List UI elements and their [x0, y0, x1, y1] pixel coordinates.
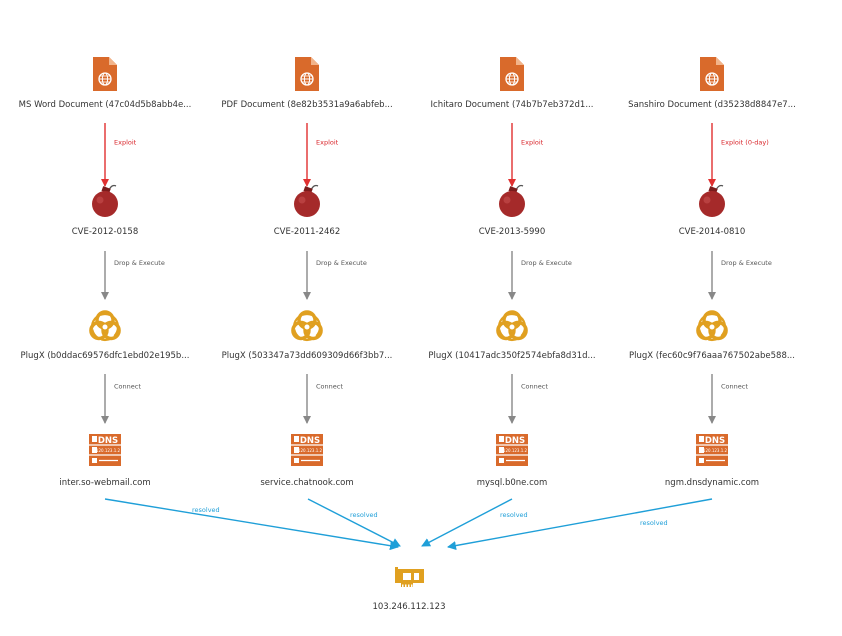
- drop-execute-edge-label: Drop & Execute: [721, 259, 772, 267]
- biohazard-icon: [496, 310, 528, 342]
- document-globe-icon: [700, 57, 724, 91]
- resolved-edge: [447, 498, 713, 550]
- drop-execute-edge-label: Drop & Execute: [114, 259, 165, 267]
- connect-edge-label: Connect: [521, 383, 548, 391]
- domain-node[interactable]: DNS 120.123.1.2 service.chatnook.com: [260, 434, 354, 488]
- document-node[interactable]: MS Word Document (47c04d5b8abb4e...: [19, 57, 192, 110]
- nodes-layer: MS Word Document (47c04d5b8abb4e... CVE-2…: [19, 57, 796, 612]
- malware-node[interactable]: PlugX (10417adc350f2574ebfa8d31d...: [428, 310, 596, 361]
- exploit-edge-label: Exploit: [316, 139, 339, 147]
- domain-node-label: service.chatnook.com: [260, 478, 353, 488]
- domain-node-label: mysql.b0ne.com: [477, 478, 547, 488]
- biohazard-icon: [89, 310, 121, 342]
- exploit-edge-label: Exploit (0-day): [721, 139, 769, 147]
- dns-icon-subtext: 120.123.1.2: [703, 448, 728, 453]
- resolved-edge: [421, 498, 513, 547]
- document-node-label: MS Word Document (47c04d5b8abb4e...: [19, 100, 192, 110]
- cve-node-label: CVE-2011-2462: [274, 227, 341, 237]
- connect-edge-label: Connect: [114, 383, 141, 391]
- dns-icon-text: DNS: [300, 436, 320, 446]
- resolved-edge: [307, 498, 401, 547]
- document-globe-icon: [295, 57, 319, 91]
- dns-server-icon: DNS 120.123.1.2: [89, 434, 121, 466]
- resolved-edge: [104, 498, 399, 551]
- dns-server-icon: DNS 120.123.1.2: [496, 434, 528, 466]
- dns-icon-text: DNS: [505, 436, 525, 446]
- dns-icon-subtext: 120.123.1.2: [96, 448, 121, 453]
- malware-node[interactable]: PlugX (fec60c9f76aaa767502abe588...: [629, 310, 795, 361]
- document-node[interactable]: PDF Document (8e82b3531a9a6abfeb...: [221, 57, 393, 110]
- resolved-edge-label: resolved: [640, 519, 668, 527]
- malware-node-label: PlugX (503347a73dd609309d66f3bb7...: [222, 351, 393, 361]
- bomb-icon: [699, 184, 725, 217]
- bomb-icon: [294, 184, 320, 217]
- drop-execute-edge-label: Drop & Execute: [521, 259, 572, 267]
- cve-node-label: CVE-2012-0158: [72, 227, 139, 237]
- exploit-edge-label: Exploit: [114, 139, 137, 147]
- dns-server-icon: DNS 120.123.1.2: [696, 434, 728, 466]
- bomb-icon: [499, 184, 525, 217]
- cve-node[interactable]: CVE-2014-0810: [679, 184, 746, 238]
- document-node-label: Ichitaro Document (74b7b7eb372d1...: [431, 100, 594, 110]
- resolved-edge-label: resolved: [192, 506, 220, 514]
- cve-node[interactable]: CVE-2012-0158: [72, 184, 139, 238]
- document-node-label: Sanshiro Document (d35238d8847e7...: [628, 100, 796, 110]
- dns-icon-subtext: 120.123.1.2: [503, 448, 528, 453]
- resolved-edge-label: resolved: [350, 511, 378, 519]
- connect-edge-label: Connect: [721, 383, 748, 391]
- biohazard-icon: [696, 310, 728, 342]
- dns-icon-text: DNS: [705, 436, 725, 446]
- malware-node-label: PlugX (b0ddac69576dfc1ebd02e195b...: [21, 351, 190, 361]
- resolved-edge-label: resolved: [500, 511, 528, 519]
- bomb-icon: [92, 184, 118, 217]
- malware-node-label: PlugX (10417adc350f2574ebfa8d31d...: [428, 351, 595, 361]
- cve-node[interactable]: CVE-2013-5990: [479, 184, 546, 238]
- ip-address-label: 103.246.112.123: [372, 602, 445, 612]
- dns-icon-text: DNS: [98, 436, 118, 446]
- document-node[interactable]: Ichitaro Document (74b7b7eb372d1...: [431, 57, 594, 110]
- exploit-edge-label: Exploit: [521, 139, 544, 147]
- document-globe-icon: [93, 57, 117, 91]
- connect-edge-label: Connect: [316, 383, 343, 391]
- domain-node[interactable]: DNS 120.123.1.2 ngm.dnsdynamic.com: [665, 434, 759, 488]
- drop-execute-edge-label: Drop & Execute: [316, 259, 367, 267]
- dns-icon-subtext: 120.123.1.2: [298, 448, 323, 453]
- dns-server-icon: DNS 120.123.1.2: [291, 434, 323, 466]
- cve-node-label: CVE-2013-5990: [479, 227, 546, 237]
- cve-node[interactable]: CVE-2011-2462: [274, 184, 341, 238]
- document-node[interactable]: Sanshiro Document (d35238d8847e7...: [628, 57, 796, 110]
- domain-node-label: ngm.dnsdynamic.com: [665, 478, 759, 488]
- cve-node-label: CVE-2014-0810: [679, 227, 746, 237]
- malware-node[interactable]: PlugX (503347a73dd609309d66f3bb7...: [222, 310, 393, 361]
- malware-node[interactable]: PlugX (b0ddac69576dfc1ebd02e195b...: [21, 310, 190, 361]
- document-node-label: PDF Document (8e82b3531a9a6abfeb...: [221, 100, 392, 110]
- network-card-icon: [395, 567, 424, 587]
- domain-node[interactable]: DNS 120.123.1.2 inter.so-webmail.com: [59, 434, 151, 488]
- document-globe-icon: [500, 57, 524, 91]
- domain-node[interactable]: DNS 120.123.1.2 mysql.b0ne.com: [477, 434, 547, 488]
- biohazard-icon: [291, 310, 323, 342]
- domain-node-label: inter.so-webmail.com: [59, 478, 150, 488]
- ip-address-node[interactable]: 103.246.112.123: [372, 567, 446, 612]
- malware-node-label: PlugX (fec60c9f76aaa767502abe588...: [629, 351, 795, 361]
